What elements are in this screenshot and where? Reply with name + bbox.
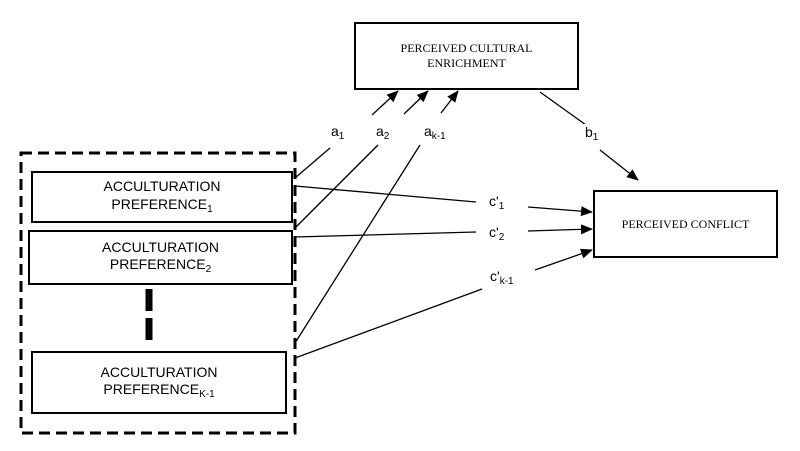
outcome-box: PERCEIVED CONFLICT [593,190,778,258]
path-ck1-left [294,288,483,359]
path-c1-left [294,185,477,203]
label-ck-1-sub: k-1 [499,276,514,287]
label-a1: a1 [330,123,346,142]
predictor-2-line1: ACCULTURATION [102,238,219,255]
predictor-1-line2: PREFERENCE1 [111,196,212,217]
outcome-label: PERCEIVED CONFLICT [621,216,750,231]
predictor-box-1: ACCULTURATION PREFERENCE1 [31,171,293,223]
label-b1: b1 [584,124,600,143]
label-ck-1-base: c' [490,268,500,284]
predictor-group-frame [19,151,297,435]
mediator-label-line1: PERCEIVED CULTURAL [400,41,533,55]
predictor-2-line2: PREFERENCE2 [110,256,211,277]
predictor-2-subscript: 2 [205,264,212,275]
predictor-k-1-line2: PREFERENCEK-1 [103,381,214,402]
label-ak-1-sub: k-1 [431,131,446,142]
predictor-1-line1: ACCULTURATION [103,178,221,194]
path-a1-upper [371,90,399,116]
label-ck-1: c'k-1 [489,268,515,287]
label-a2-sub: 2 [383,131,390,142]
path-c2-left [294,231,477,238]
path-a2-upper [403,90,429,115]
predictor-1-subscript: 1 [207,203,213,215]
predictor-k-1-subscript: K-1 [199,389,215,400]
label-a2: a2 [375,123,391,142]
label-ak-1-base: a [424,123,432,139]
label-a1-sub: 1 [338,131,345,142]
path-b1-upper [539,91,587,126]
path-c2-right [527,224,593,235]
path-a2-lower [294,144,379,229]
label-c1-sub: 1 [498,201,505,212]
predictor-box-2: ACCULTURATION PREFERENCE2 [28,230,293,285]
label-a1-base: a [331,123,339,139]
path-a1-lower [294,147,331,179]
mediator-box: PERCEIVED CULTURAL ENRICHMENT [354,22,579,90]
path-ak1-lower [294,144,421,344]
path-b1-lower [599,149,639,181]
path-ak1-upper [440,90,459,114]
label-c2: c'2 [488,224,506,243]
label-ak-1: ak-1 [423,123,447,142]
predictor-k-1-line1: ACCULTURATION [100,363,218,380]
label-b1-base: b [585,124,593,140]
label-a2-base: a [376,123,384,139]
label-c2-sub: 2 [498,232,505,243]
label-c2-base: c' [489,224,499,240]
label-c1: c'1 [488,193,506,212]
mediator-label-line2: ENRICHMENT [427,56,506,70]
path-c1-right [527,206,593,217]
predictor-1-word: PREFERENCE [111,195,208,212]
predictor-k-1-word: PREFERENCE [103,381,200,397]
label-b1-sub: 1 [592,132,599,143]
predictor-2-word: PREFERENCE [109,256,206,272]
path-ck1-right [534,248,593,271]
label-c1-base: c' [489,193,499,209]
predictor-box-k-1: ACCULTURATION PREFERENCEK-1 [31,351,287,414]
